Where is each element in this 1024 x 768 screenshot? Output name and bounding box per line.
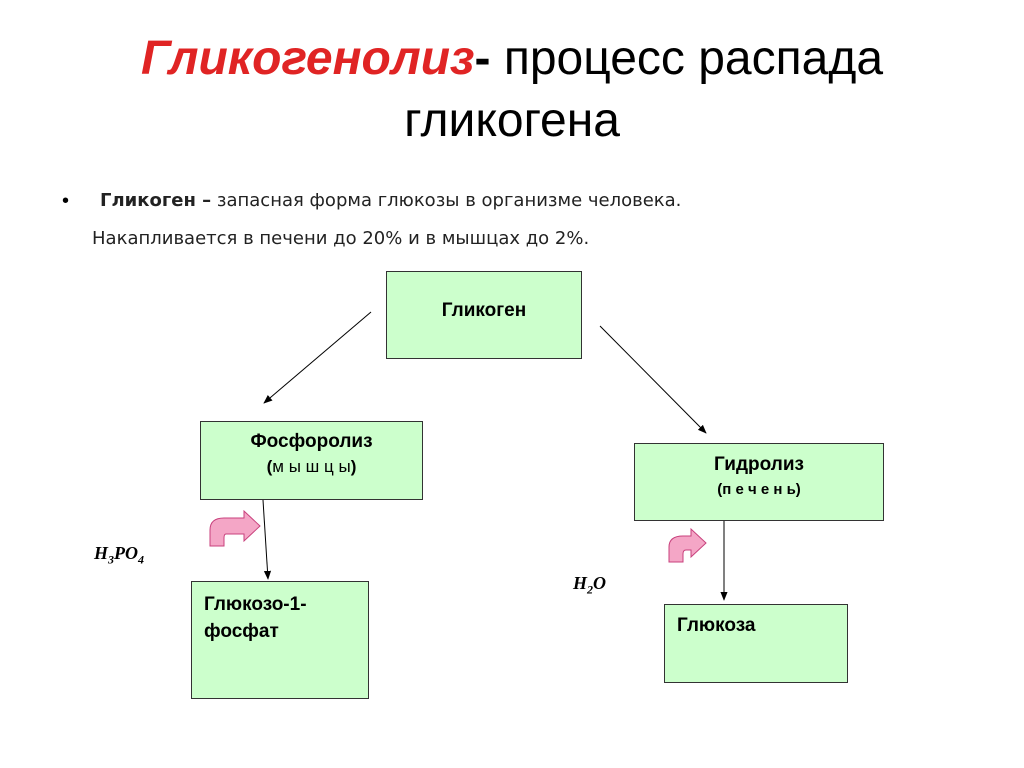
reagent-water: H2O [573, 573, 607, 597]
box-glycogen-label: Гликоген [441, 300, 527, 321]
box-glucose: Глюкоза [664, 604, 848, 683]
box-glycogen: Гликоген [386, 271, 582, 359]
box-glucose-1-phosphate: Глюкозо-1- фосфат [191, 581, 369, 699]
pink-arrow-icon-right [668, 527, 707, 563]
box-phosphorolysis-label: Фосфоролиз [250, 431, 373, 452]
reagent-phosphoric-acid: H3PO4 [94, 543, 145, 567]
box-g1p-label: Глюкозо-1- фосфат [204, 594, 307, 642]
box-phosphorolysis-sub: (м ы ш ц ы) [266, 457, 357, 476]
arrow-to-phosphorolysis [263, 311, 372, 404]
definition-line-1: Гликоген – запасная форма глюкозы в орга… [100, 190, 681, 211]
title-line-2: гликогена [404, 94, 620, 147]
box-hydrolysis-sub: (п е ч е н ь) [717, 481, 801, 498]
title-dash: - [474, 32, 491, 85]
arrow-to-hydrolysis [599, 325, 707, 434]
box-hydrolysis-label: Гидролиз [714, 454, 804, 475]
title-accent: Гликогенолиз [140, 32, 475, 85]
definition-text: запасная форма глюкозы в организме челов… [211, 190, 682, 211]
title-line-1: Гликогенолиз- процесс распада [0, 28, 1024, 90]
definition-term: Гликоген – [100, 190, 212, 211]
arrow-to-g1p [262, 499, 272, 580]
box-phosphorolysis: Фосфоролиз (м ы ш ц ы) [200, 421, 423, 500]
pink-arrow-icon-left [209, 509, 261, 547]
box-glucose-label: Глюкоза [677, 615, 756, 636]
slide-title: Гликогенолиз- процесс распада гликогена [0, 28, 1024, 152]
definition-line-2: Накапливается в печени до 20% и в мышцах… [92, 228, 590, 249]
bullet-icon: • [62, 190, 70, 212]
box-hydrolysis: Гидролиз (п е ч е н ь) [634, 443, 884, 521]
title-rest-1: процесс распада [490, 32, 884, 85]
